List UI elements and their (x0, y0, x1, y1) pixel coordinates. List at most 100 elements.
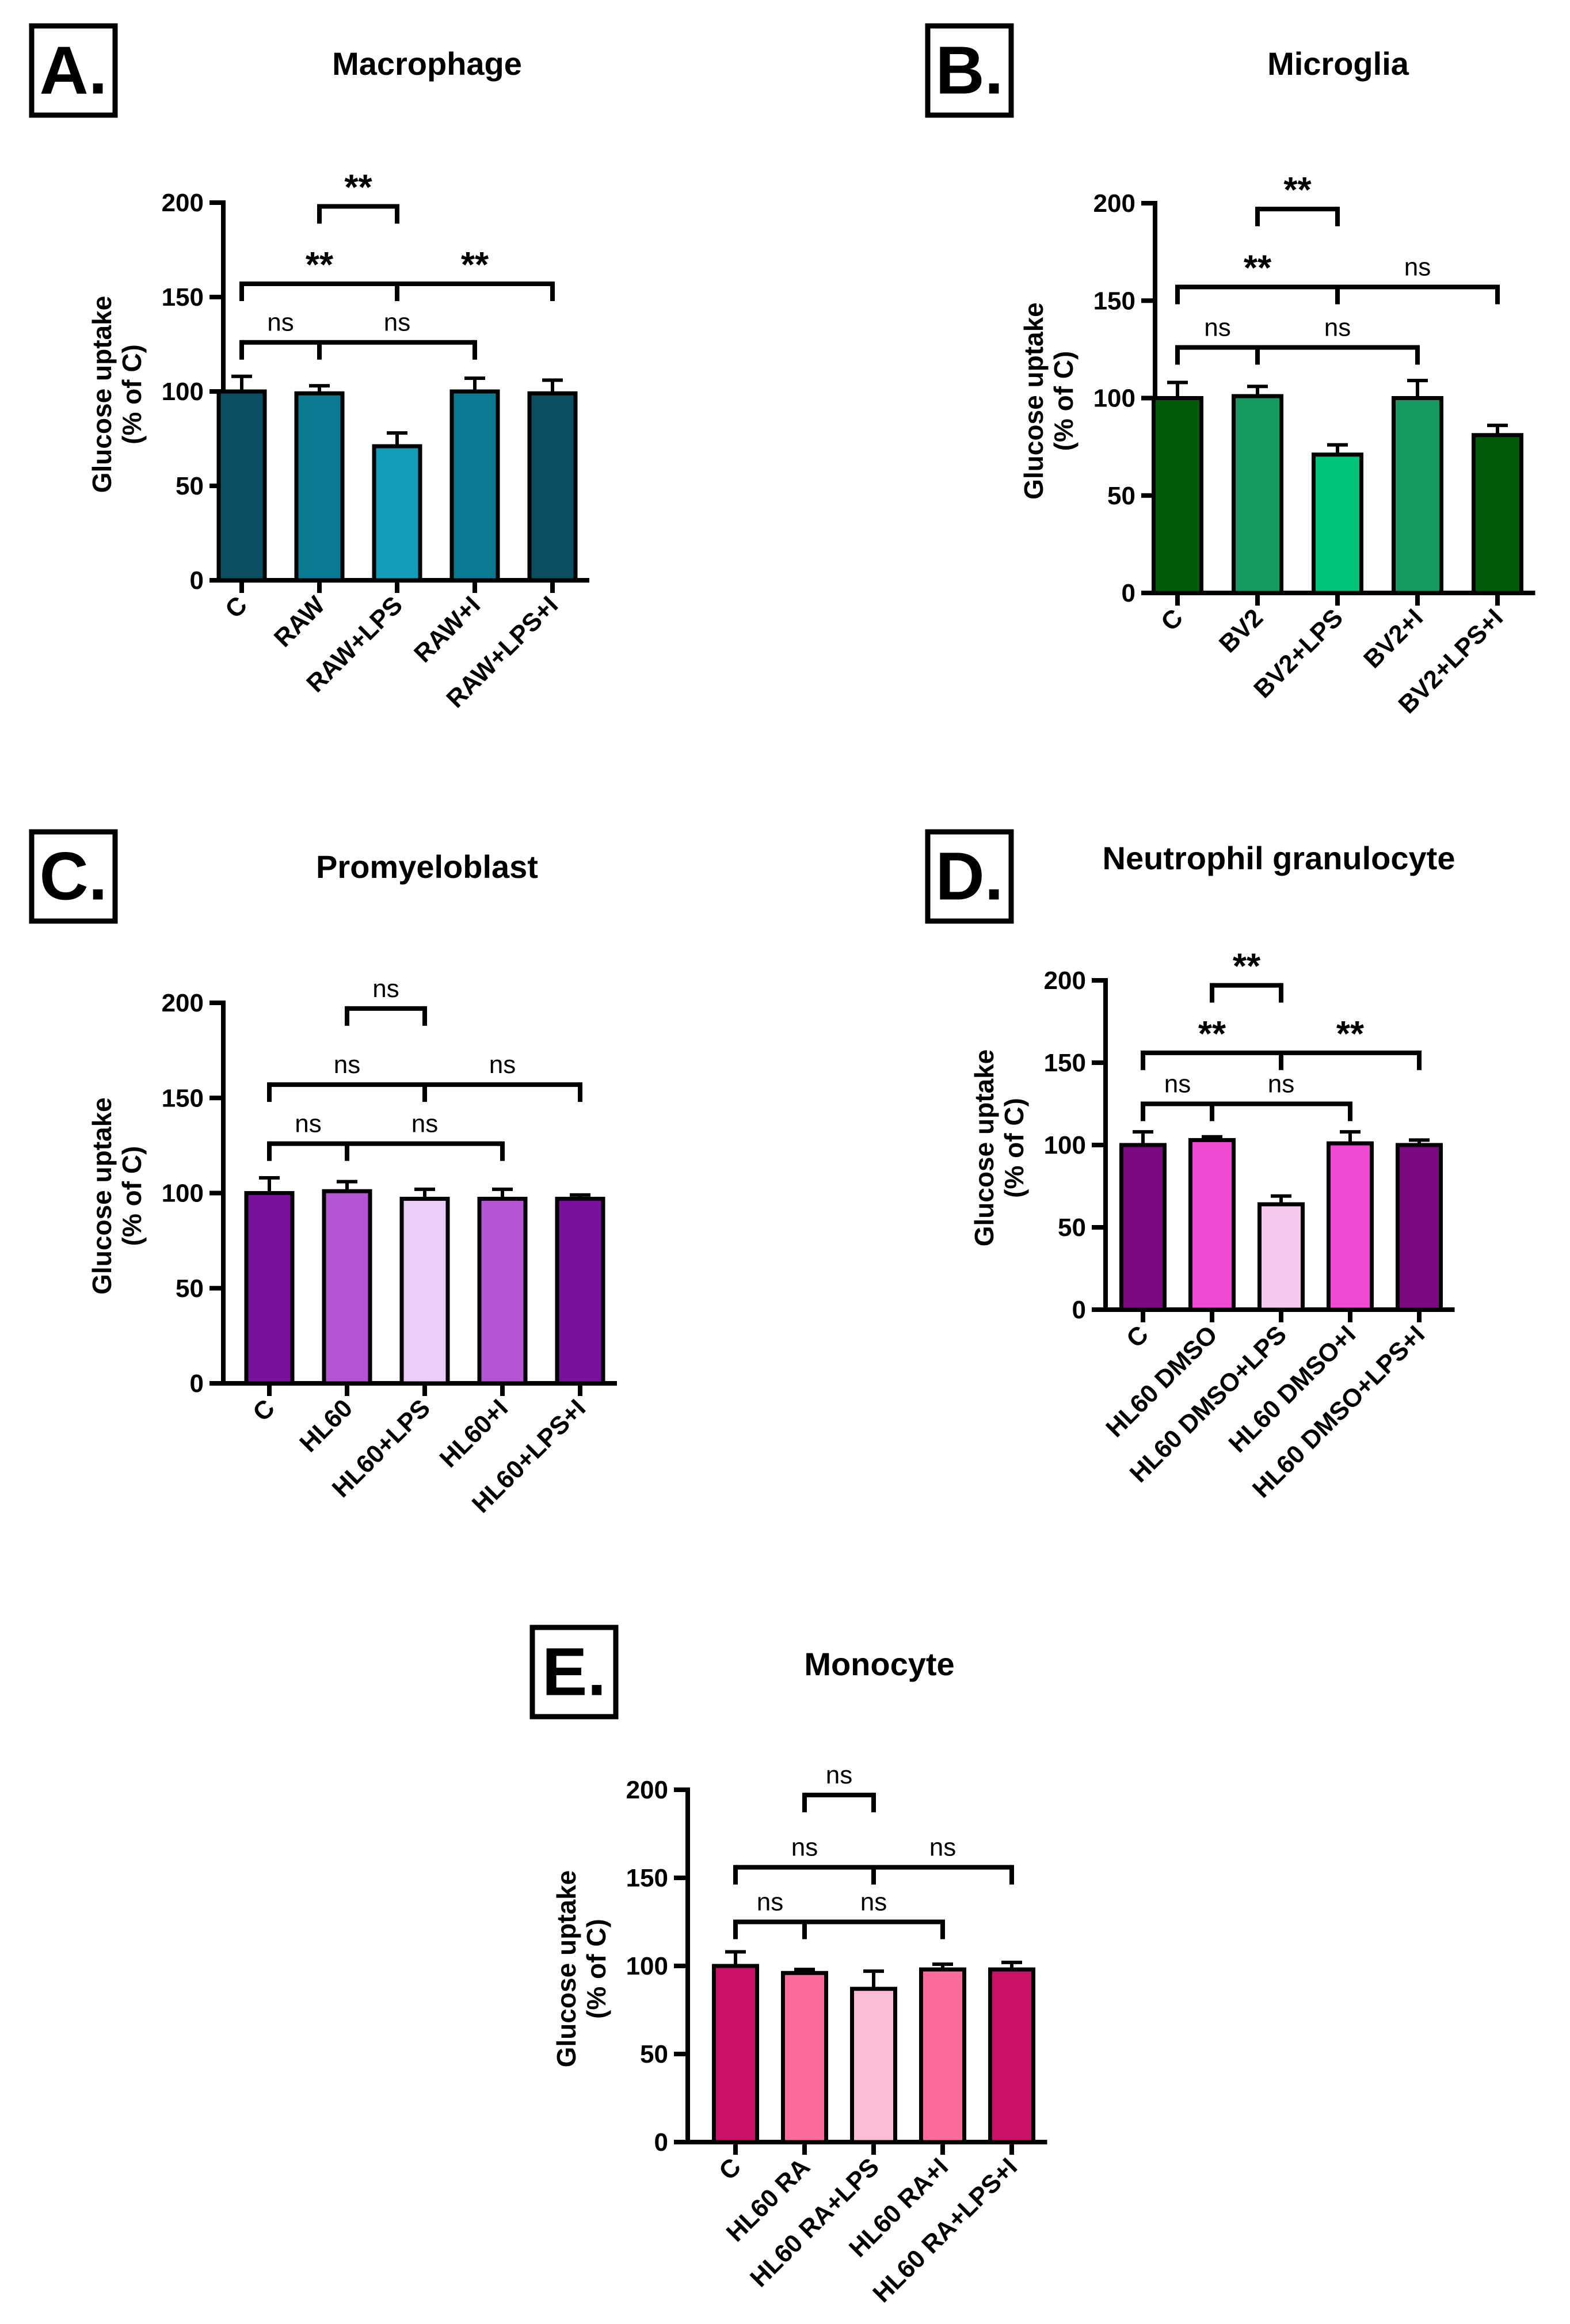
bar (244, 1191, 295, 1386)
bar (322, 1189, 372, 1386)
bar (988, 1967, 1035, 2144)
significance-label: ns (411, 1110, 438, 1138)
significance-label: ns (1404, 253, 1431, 282)
significance-label: ns (1164, 1070, 1191, 1098)
significance-label: ** (1283, 170, 1312, 210)
bar (1188, 1138, 1236, 1312)
y-tick-label: 200 (162, 989, 204, 1017)
bar (372, 444, 422, 583)
y-axis-label: Glucose uptake (87, 1097, 117, 1295)
panel-label-box (29, 829, 118, 924)
y-axis-label-units: (% of C) (1049, 351, 1079, 451)
significance-label: ns (826, 1761, 852, 1789)
bar (1232, 394, 1283, 595)
category-label: BV2+I (1358, 603, 1428, 674)
category-label: RAW (269, 591, 331, 653)
chart-title: Neutrophil granulocyte (1103, 840, 1455, 876)
y-tick-label: 50 (176, 472, 204, 500)
y-tick-label: 100 (162, 1180, 204, 1208)
significance-label: ** (306, 245, 334, 285)
bar (1257, 1202, 1305, 1312)
significance-label: ns (791, 1834, 818, 1862)
bar (850, 1987, 897, 2144)
bar (477, 1196, 528, 1386)
y-tick-label: 50 (640, 2040, 668, 2068)
y-tick-label: 0 (190, 566, 204, 595)
bar (1392, 396, 1443, 595)
bar (781, 1971, 828, 2144)
bar (1312, 452, 1363, 595)
bar (555, 1196, 605, 1386)
significance-label: ns (1204, 313, 1230, 341)
category-label: HL60 (294, 1394, 358, 1458)
y-tick-label: 100 (1044, 1131, 1086, 1159)
y-axis-label: Glucose uptake (969, 1049, 999, 1247)
bar (449, 389, 500, 583)
category-label: C (1156, 603, 1188, 636)
category-label: C (247, 1394, 280, 1427)
panel-label-box (925, 23, 1014, 118)
y-axis-label-units: (% of C) (117, 1146, 147, 1246)
significance-label: ns (372, 975, 399, 1003)
y-tick-label: 200 (1093, 189, 1135, 218)
y-tick-label: 0 (1072, 1296, 1086, 1324)
significance-label: ns (929, 1834, 956, 1862)
panel-label-box (29, 23, 118, 118)
bar (1472, 433, 1523, 595)
y-tick-label: 100 (626, 1952, 668, 1980)
y-tick-label: 0 (654, 2128, 668, 2156)
bar (712, 1964, 759, 2144)
y-tick-label: 50 (176, 1275, 204, 1303)
significance-label: ns (489, 1051, 516, 1079)
significance-label: ** (1198, 1014, 1226, 1054)
chart-title: Promyeloblast (316, 849, 538, 885)
category-label: C (220, 591, 253, 623)
significance-label: ** (1244, 249, 1272, 288)
y-tick-label: 200 (626, 1776, 668, 1804)
y-tick-label: 150 (626, 1864, 668, 1892)
y-tick-label: 150 (162, 283, 204, 311)
category-label: BV2 (1214, 603, 1268, 658)
y-axis-label-units: (% of C) (581, 1919, 611, 2019)
panel-label: D. (936, 839, 1004, 915)
y-tick-label: 100 (1093, 385, 1135, 413)
chart-title: Macrophage (332, 45, 522, 82)
significance-label: ns (1324, 313, 1351, 341)
y-axis-label: Glucose uptake (1019, 302, 1049, 500)
y-axis-label: Glucose uptake (87, 296, 117, 493)
category-label: C (714, 2152, 746, 2185)
bar (1119, 1143, 1167, 1312)
panel-label-box (529, 1625, 619, 1720)
significance-label: ** (1233, 947, 1261, 987)
significance-label: ** (461, 245, 489, 285)
panel-label: C. (40, 839, 108, 915)
bar (1152, 396, 1203, 595)
chart-title: Microglia (1267, 45, 1409, 82)
y-axis-label: Glucose uptake (551, 1870, 581, 2068)
y-axis-label-units: (% of C) (999, 1098, 1029, 1198)
panel-label: B. (936, 33, 1004, 109)
y-tick-label: 150 (1093, 287, 1135, 315)
panel-label: A. (40, 33, 108, 109)
bar (1327, 1141, 1374, 1312)
category-label: RAW+I (409, 591, 486, 668)
y-axis-label-units: (% of C) (117, 344, 147, 444)
significance-label: ns (757, 1888, 783, 1916)
y-tick-label: 200 (162, 189, 204, 217)
significance-label: ns (295, 1110, 321, 1138)
chart-title: Monocyte (804, 1646, 954, 1682)
significance-label: ** (1336, 1014, 1365, 1054)
significance-label: ns (860, 1888, 887, 1916)
y-tick-label: 150 (162, 1084, 204, 1112)
category-label: HL60 DMSO+I (1224, 1320, 1362, 1458)
panel-label-box (925, 829, 1014, 924)
bar (527, 391, 578, 583)
panel-label: E. (542, 1634, 607, 1710)
category-label: C (1121, 1320, 1154, 1353)
bar (1396, 1143, 1443, 1312)
